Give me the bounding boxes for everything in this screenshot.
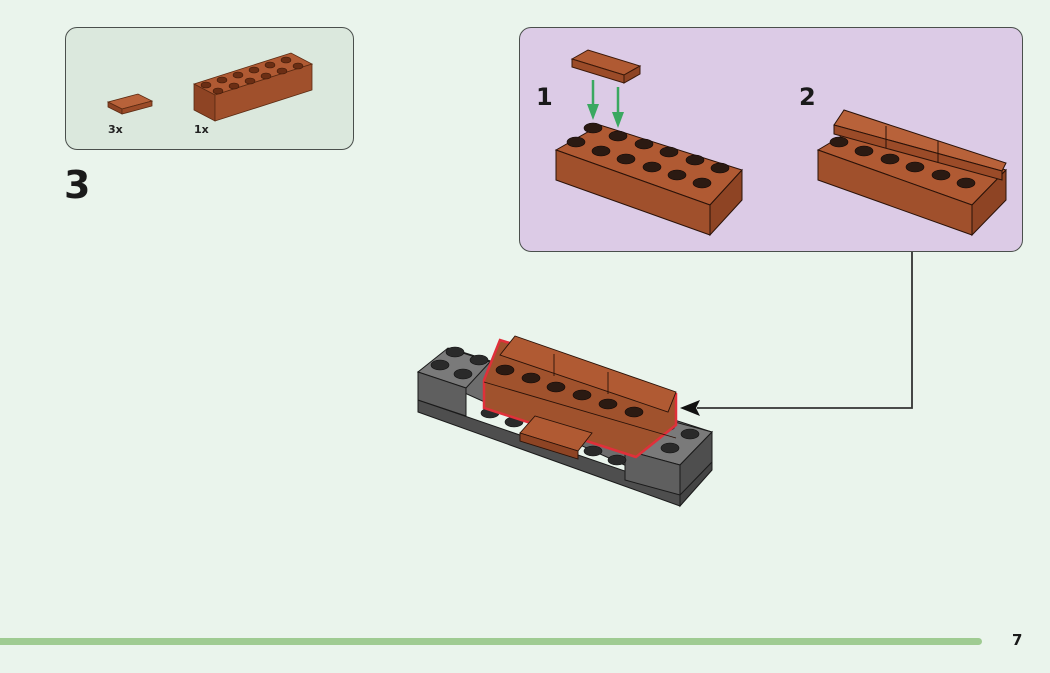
part-quantity-tile: 3x [108,123,123,136]
arrow-left-icon [680,400,700,416]
progress-bar [0,638,982,645]
tile-part-icon [106,93,154,115]
sub-step-illustration [554,49,1007,237]
part-quantity-brick: 1x [194,123,209,136]
sub-step-2-assembly [816,109,1007,237]
sub-step-box: 1 2 [519,27,1023,252]
parts-illustration [106,52,314,122]
brick-part-icon [192,52,314,122]
sub-step-1-tile [570,49,642,84]
sub-step-number-1: 1 [536,83,553,111]
step-number: 3 [64,163,91,207]
green-arrow-icon [587,80,624,128]
highlighted-new-parts [482,335,678,460]
connector-line [680,252,913,416]
sub-step-1-brick [554,122,743,237]
page-number: 7 [1012,631,1023,649]
sub-step-number-2: 2 [799,83,816,111]
parts-list-box: 3x 1x [65,27,354,150]
